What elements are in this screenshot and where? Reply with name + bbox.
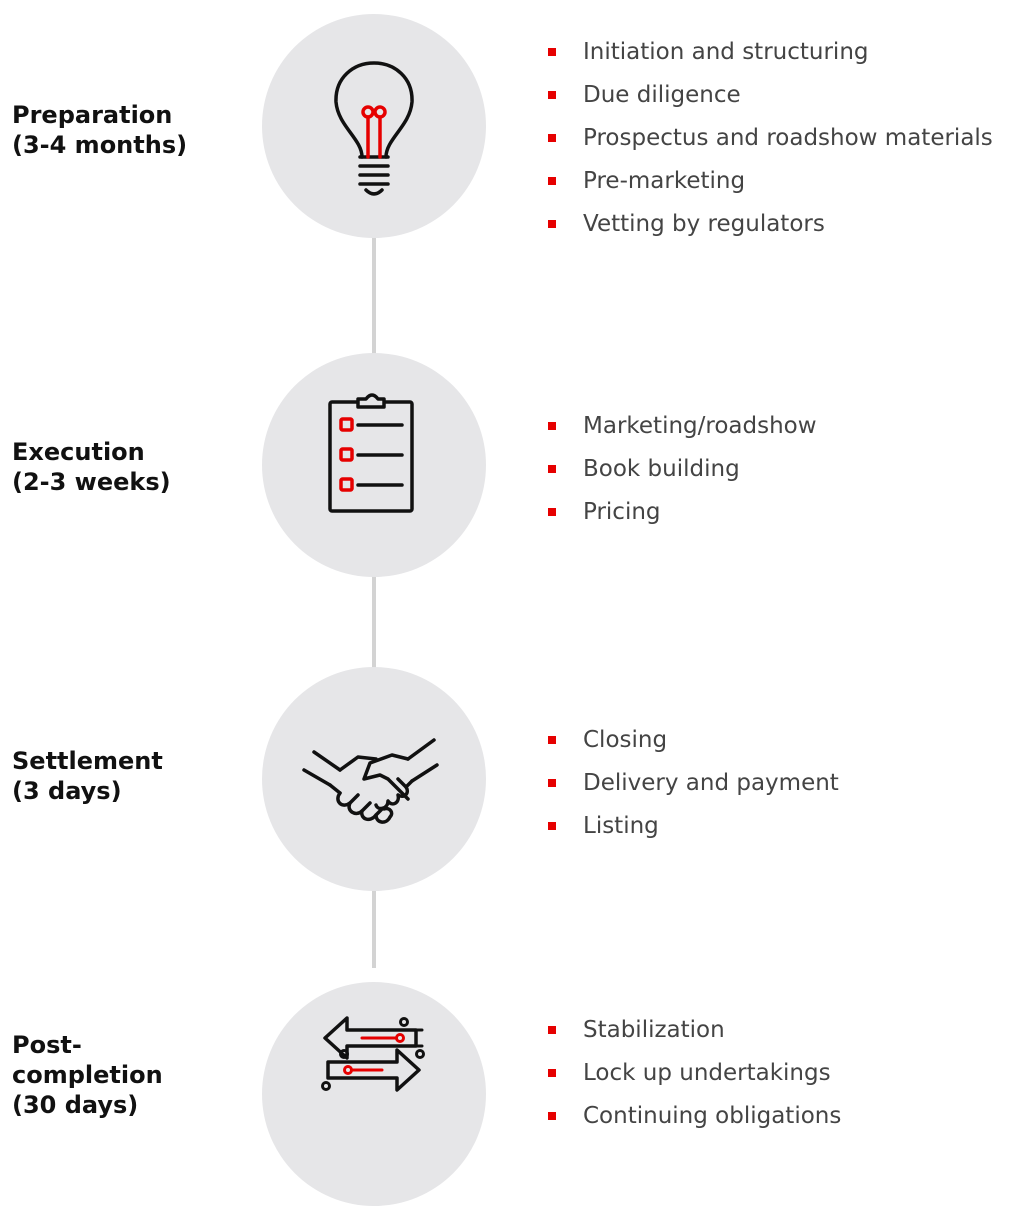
stage-items: Marketing/roadshow Book building Pricing xyxy=(548,405,817,534)
lightbulb-icon xyxy=(334,61,414,196)
stage-icon-circle xyxy=(262,667,486,891)
stage-label: Settlement (3 days) xyxy=(12,747,163,805)
bullet-marker xyxy=(548,422,556,430)
list-item: Continuing obligations xyxy=(548,1095,841,1138)
list-item: Pre-marketing xyxy=(548,160,993,203)
stage-items: Initiation and structuring Due diligence… xyxy=(548,31,993,246)
list-item: Lock up undertakings xyxy=(548,1052,841,1095)
bullet-marker xyxy=(548,91,556,99)
list-item: Delivery and payment xyxy=(548,762,839,805)
clipboard-checklist-icon xyxy=(328,393,414,513)
bullet-marker xyxy=(548,177,556,185)
list-item: Book building xyxy=(548,448,817,491)
stage-items: Closing Delivery and payment Listing xyxy=(548,719,839,848)
stage-label: Post- completion (30 days) xyxy=(12,1031,163,1119)
bullet-marker xyxy=(548,822,556,830)
stage-icon-circle xyxy=(262,14,486,238)
bullet-marker xyxy=(548,1069,556,1077)
list-item: Closing xyxy=(548,719,839,762)
bullet-marker xyxy=(548,779,556,787)
timeline-connector xyxy=(372,540,376,680)
stage-label: Execution (2-3 weeks) xyxy=(12,438,171,496)
list-item: Marketing/roadshow xyxy=(548,405,817,448)
bullet-marker xyxy=(548,465,556,473)
bullet-marker xyxy=(548,1112,556,1120)
list-item: Prospectus and roadshow materials xyxy=(548,117,993,160)
bullet-marker xyxy=(548,736,556,744)
exchange-arrows-icon xyxy=(321,1016,425,1092)
list-item: Pricing xyxy=(548,491,817,534)
list-item: Initiation and structuring xyxy=(548,31,993,74)
handshake-icon xyxy=(302,738,439,824)
list-item: Vetting by regulators xyxy=(548,203,993,246)
bullet-marker xyxy=(548,508,556,516)
list-item: Due diligence xyxy=(548,74,993,117)
bullet-marker xyxy=(548,48,556,56)
list-item: Stabilization xyxy=(548,1009,841,1052)
bullet-marker xyxy=(548,134,556,142)
bullet-marker xyxy=(548,1026,556,1034)
stage-items: Stabilization Lock up undertakings Conti… xyxy=(548,1009,841,1138)
stage-label: Preparation (3-4 months) xyxy=(12,101,188,159)
bullet-marker xyxy=(548,220,556,228)
list-item: Listing xyxy=(548,805,839,848)
timeline-connector xyxy=(372,225,376,365)
stage-icon-circle xyxy=(262,353,486,577)
timeline-connector xyxy=(372,858,376,968)
stage-icon-circle xyxy=(262,982,486,1206)
